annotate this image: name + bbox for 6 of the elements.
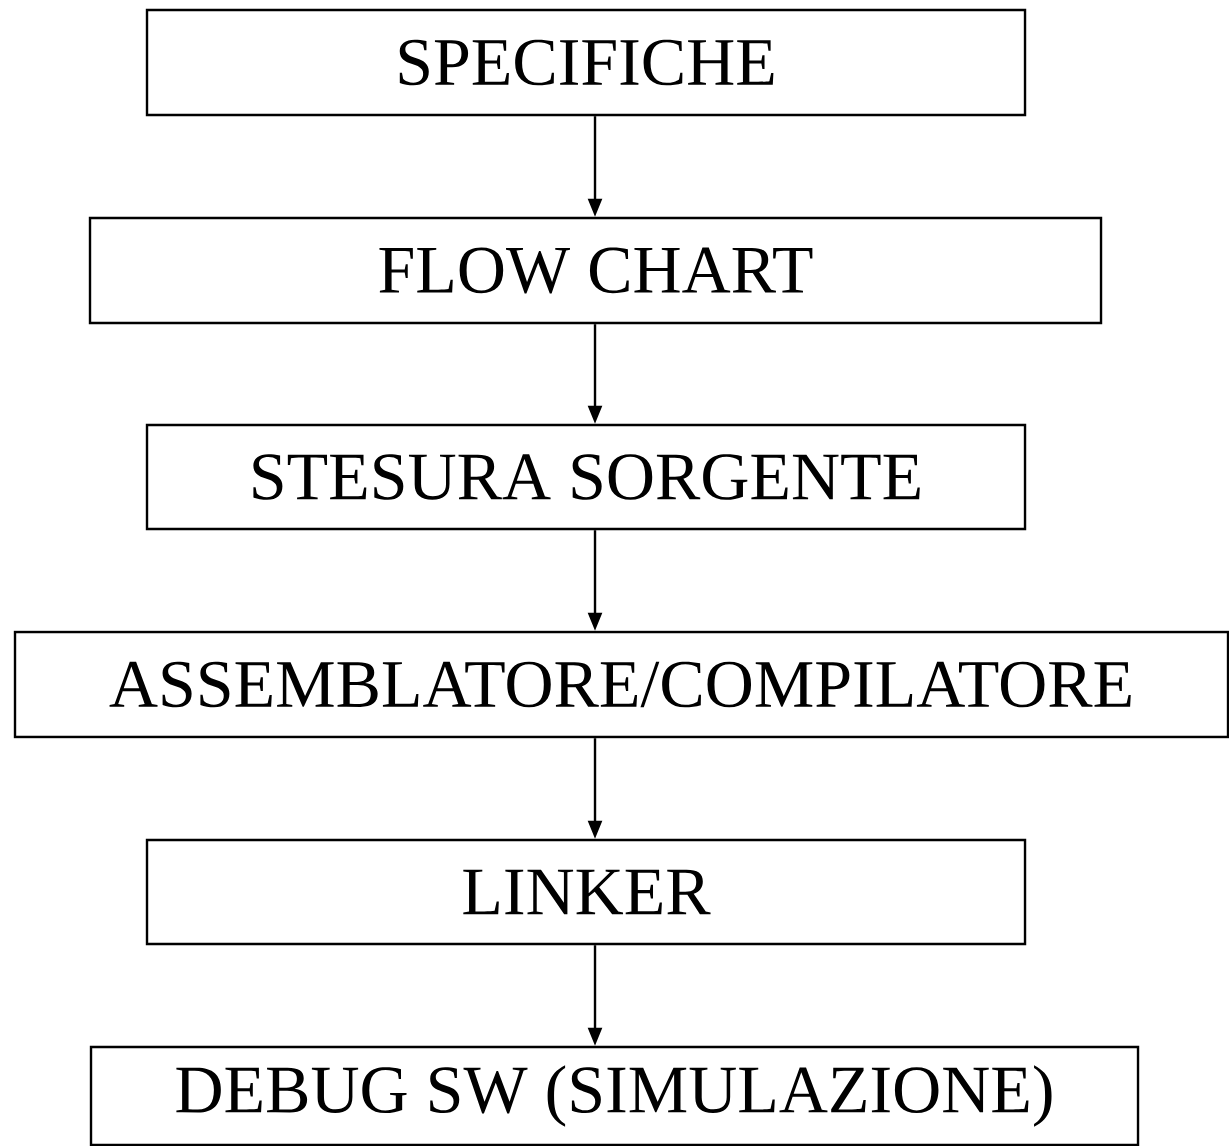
- process-box: DEBUG SW (SIMULAZIONE): [89, 1045, 1140, 1146]
- process-box: ASSEMBLATORE/COMPILATORE: [13, 630, 1229, 739]
- process-box: STESURA SORGENTE: [145, 423, 1027, 531]
- process-box: LINKER: [145, 838, 1027, 946]
- process-box: SPECIFICHE: [145, 8, 1027, 117]
- process-box: FLOW CHART: [88, 216, 1103, 325]
